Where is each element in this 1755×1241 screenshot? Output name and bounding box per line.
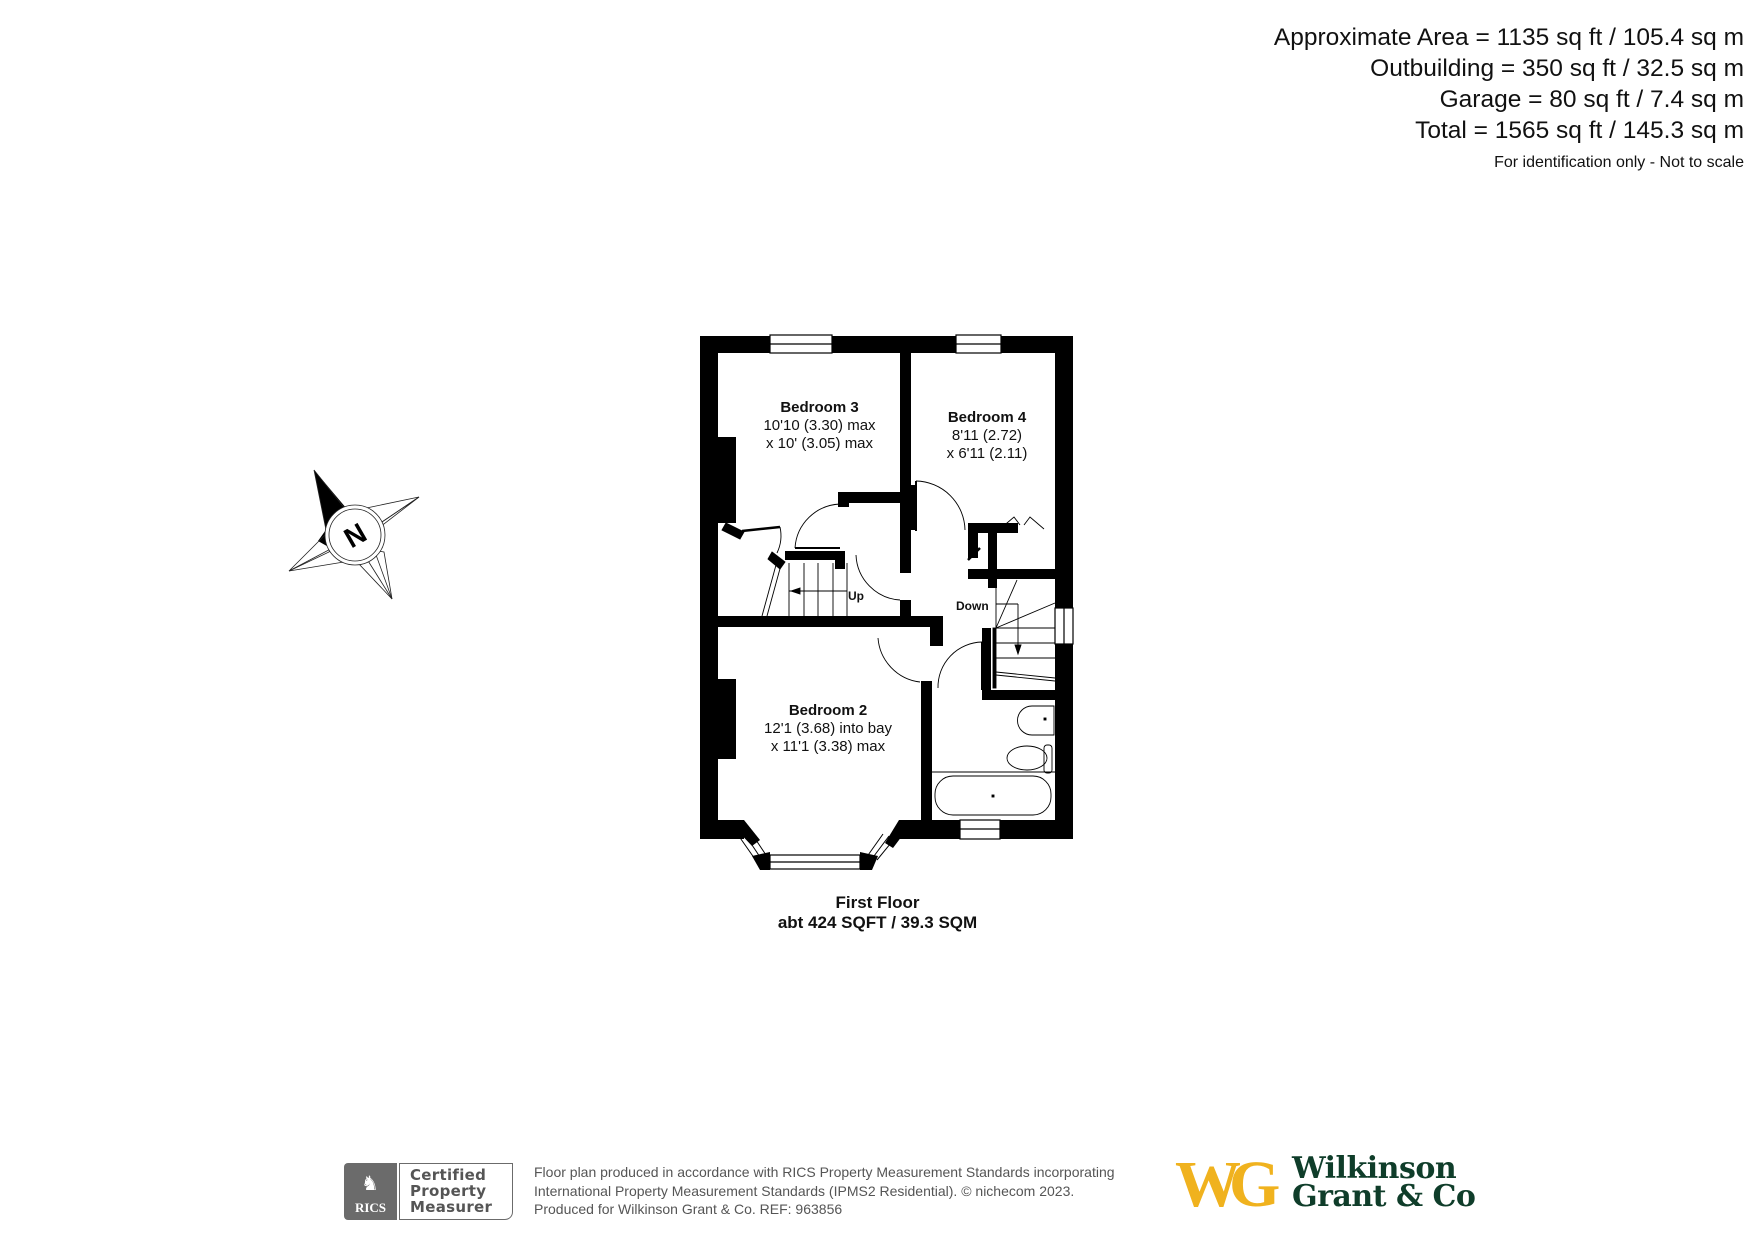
room-dimension: x 11'1 (3.38) max	[770, 738, 886, 755]
area-outbuilding: Outbuilding = 350 sq ft / 32.5 sq m	[1370, 55, 1744, 82]
north-compass-icon: N	[288, 469, 420, 600]
room-name: Bedroom 4	[947, 409, 1027, 426]
logo-name-line1: Wilkinson	[1292, 1151, 1457, 1186]
rics-line: Measurer	[410, 1198, 493, 1216]
rics-certified-badge: ♞ RICS Certified Property Measurer	[344, 1163, 521, 1220]
rics-badge-text: RICS	[354, 1200, 387, 1215]
floor-caption: First Floor abt 424 SQFT / 39.3 SQM	[760, 893, 995, 933]
stairs-down-label: Down	[956, 599, 989, 613]
disclaimer: For identification only - Not to scale	[1494, 154, 1744, 171]
room-dimension: 8'11 (2.72)	[951, 427, 1023, 444]
room-name: Bedroom 2	[788, 702, 868, 719]
rics-lion-icon: ♞	[361, 1173, 379, 1195]
area-garage: Garage = 80 sq ft / 7.4 sq m	[1439, 86, 1744, 113]
floor-area: abt 424 SQFT / 39.3 SQM	[777, 913, 978, 932]
stairs-up-label: Up	[848, 589, 864, 603]
room-bedroom-4: Bedroom 4 8'11 (2.72) x 6'11 (2.11)	[917, 409, 1057, 463]
rics-line: Property	[410, 1182, 487, 1200]
logo-name-line2: Grant & Co	[1292, 1179, 1476, 1214]
room-dimension: 10'10 (3.30) max	[763, 417, 876, 434]
footer-line: Floor plan produced in accordance with R…	[534, 1164, 1115, 1180]
stairs-down	[992, 577, 1056, 689]
room-bedroom-2: Bedroom 2 12'1 (3.68) into bay x 11'1 (3…	[740, 702, 916, 756]
footer-disclaimer: Floor plan produced in accordance with R…	[534, 1163, 1115, 1219]
room-dimension: x 6'11 (2.11)	[946, 445, 1028, 462]
windows	[769, 334, 1074, 870]
rics-certified-box: Certified Property Measurer	[399, 1163, 513, 1220]
rics-line: Certified	[410, 1166, 487, 1184]
bay-window	[735, 820, 908, 870]
floor-title: First Floor	[835, 893, 920, 912]
stairs-up	[761, 563, 848, 617]
bathroom-fixtures	[932, 705, 1055, 816]
room-bedroom-3: Bedroom 3 10'10 (3.30) max x 10' (3.05) …	[742, 399, 897, 453]
logo-name: Wilkinson Grant & Co	[1292, 1151, 1476, 1214]
room-name: Bedroom 3	[780, 399, 859, 416]
logo-mark: WG	[1175, 1148, 1280, 1221]
footer-line: Produced for Wilkinson Grant & Co. REF: …	[534, 1201, 843, 1217]
area-summary: Approximate Area = 1135 sq ft / 105.4 sq…	[1274, 22, 1744, 172]
room-dimension: x 10' (3.05) max	[765, 435, 874, 452]
area-approximate: Approximate Area = 1135 sq ft / 105.4 sq…	[1273, 24, 1744, 51]
room-dimension: 12'1 (3.68) into bay	[764, 720, 892, 737]
rics-logo: ♞ RICS	[344, 1163, 397, 1220]
area-total: Total = 1565 sq ft / 145.3 sq m	[1415, 117, 1744, 144]
walls	[700, 336, 1073, 839]
doors	[721, 480, 1045, 690]
footer-line: International Property Measurement Stand…	[534, 1182, 1075, 1199]
